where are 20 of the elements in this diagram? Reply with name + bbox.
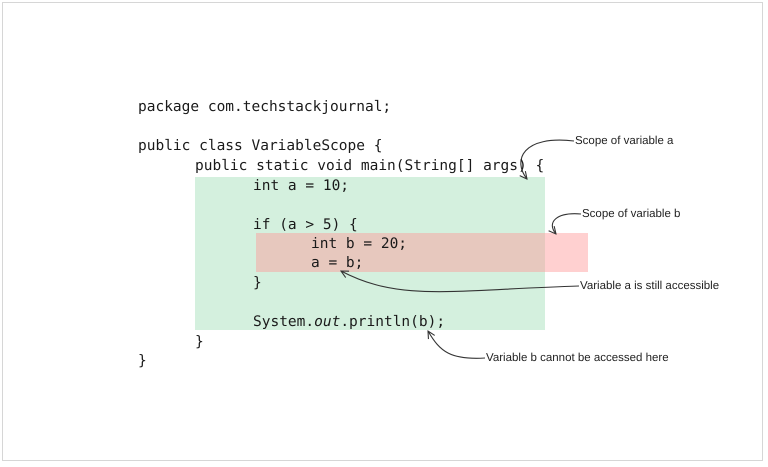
code-line: int a = 10;	[253, 177, 350, 195]
annotation-text: Scope of variable b	[582, 207, 680, 221]
code-line: a = b;	[311, 254, 364, 272]
scope-highlight	[195, 177, 545, 330]
leader-arrow	[548, 213, 582, 235]
code-line: if (a > 5) {	[253, 216, 358, 234]
code-line: }	[138, 352, 147, 370]
scope-highlight	[256, 233, 588, 272]
code-line: System.out.println(b);	[253, 313, 446, 331]
code-line: public class VariableScope {	[138, 137, 382, 155]
annotation-text: Variable b cannot be accessed here	[486, 351, 669, 365]
annotation-text: Scope of variable a	[575, 134, 674, 148]
leader-arrow	[427, 330, 486, 359]
leader-arrow	[340, 270, 580, 292]
code-line: }	[253, 274, 262, 292]
annotation-text: Variable a is still accessible	[580, 279, 720, 293]
code-line: int b = 20;	[311, 235, 408, 253]
leader-arrow	[520, 140, 574, 180]
code-line: }	[195, 333, 204, 351]
code-line: package com.techstackjournal;	[138, 98, 392, 116]
